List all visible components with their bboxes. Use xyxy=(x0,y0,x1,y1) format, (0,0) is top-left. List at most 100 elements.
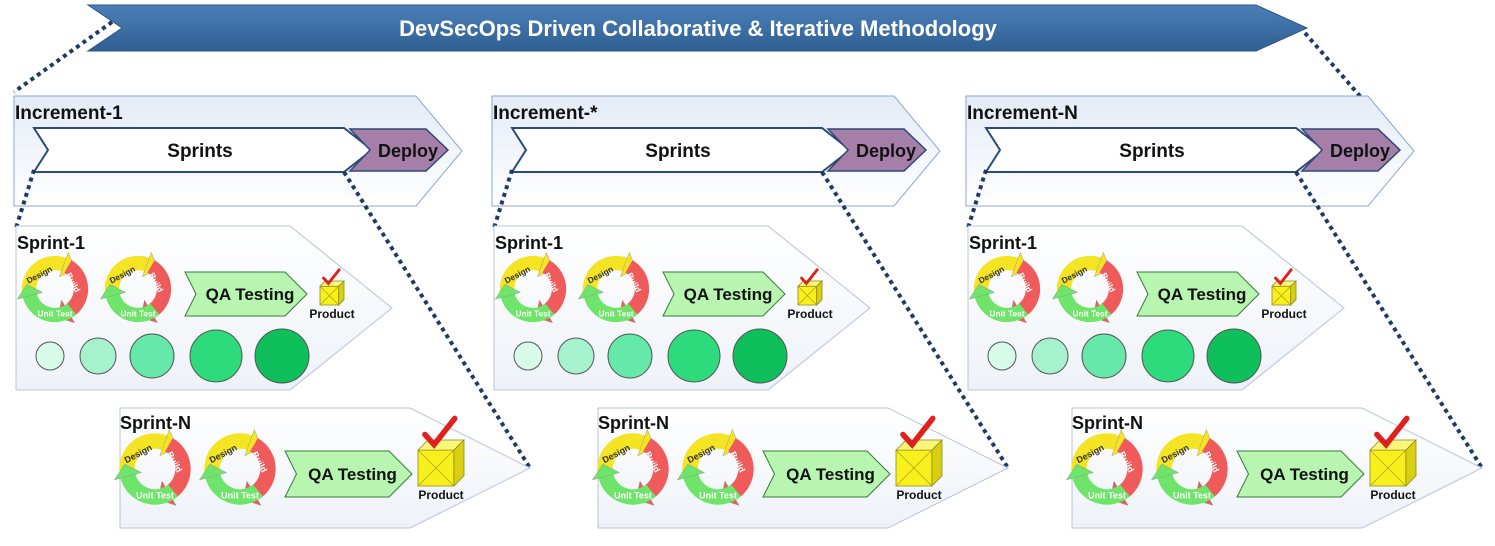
qa-testing-arrow: QA Testing xyxy=(662,271,786,317)
cycle-test-arrow xyxy=(22,293,77,323)
sprints-label: Sprints xyxy=(645,141,710,162)
cycle-design-arrow xyxy=(1056,255,1102,292)
product-box-side xyxy=(931,439,943,487)
progress-dot xyxy=(189,329,243,383)
cycle-unit-test-label: Unit Test xyxy=(599,308,634,318)
cycle-unit-test-label: Unit Test xyxy=(516,308,551,318)
banner-connector-right xyxy=(1303,31,1368,105)
progress-dot xyxy=(1141,329,1195,383)
cycle-test-arrow xyxy=(583,293,638,323)
banner-connector-left xyxy=(12,20,114,94)
cycle-design-arrow xyxy=(104,255,150,292)
sprint-first-label: Sprint-1 xyxy=(17,233,85,253)
cycle-test-arrow-head xyxy=(577,284,604,300)
qa-arrow-shape xyxy=(1136,271,1260,317)
product-box-icon: Product xyxy=(1261,268,1307,321)
cycle-test-arrow xyxy=(1057,293,1112,323)
cycle-design-arrow xyxy=(204,433,253,473)
cycle-design-arrow xyxy=(1156,433,1205,473)
progress-dot xyxy=(987,341,1017,371)
cycle-unit-test-label: Unit Test xyxy=(136,490,174,500)
deploy-label: Deploy xyxy=(378,141,438,161)
sprint-connector-right xyxy=(342,170,532,470)
checkmark-icon xyxy=(900,415,936,449)
product-box-side xyxy=(338,280,345,306)
progress-dot xyxy=(1081,333,1127,379)
cycle-test-arrow-head xyxy=(99,284,126,300)
progress-dot xyxy=(79,337,117,375)
cycle-test-arrow-head xyxy=(1065,463,1095,481)
cycle-test-arrow xyxy=(1072,473,1130,505)
product-label: Product xyxy=(896,488,941,502)
cycle-unit-test-label: Unit Test xyxy=(221,490,259,500)
cycle-build-arrow xyxy=(1015,260,1041,318)
deploy-arrow xyxy=(1300,128,1402,172)
cycle-test-arrow xyxy=(683,473,741,505)
banner-arrow xyxy=(86,4,1309,52)
sprint-last-label: Sprint-N xyxy=(120,413,191,433)
cycle-build-arrow xyxy=(642,438,669,500)
qa-testing-arrow: QA Testing xyxy=(184,271,308,317)
product-box-crease xyxy=(797,286,817,306)
qa-arrow-shape xyxy=(184,271,308,317)
progress-dot xyxy=(667,329,721,383)
cycle-design-arrow xyxy=(973,255,1019,292)
sprint-connector-left xyxy=(966,169,988,229)
cycle-build-arrow xyxy=(164,438,191,500)
checkmark-icon xyxy=(800,268,819,286)
qa-testing-arrow: QA Testing xyxy=(762,450,891,498)
product-box-side xyxy=(1405,439,1417,487)
sprints-label: Sprints xyxy=(1119,141,1184,162)
sprint-first-label: Sprint-1 xyxy=(495,233,563,253)
cycle-unit-test-label: Unit Test xyxy=(614,490,652,500)
increment-label: Increment-N xyxy=(967,103,1078,124)
product-box-icon: Product xyxy=(895,415,943,502)
qa-testing-arrow: QA Testing xyxy=(1136,271,1260,317)
cycle-unit-test-label: Unit Test xyxy=(1088,490,1126,500)
cycle-test-arrow xyxy=(974,293,1029,323)
progress-dot xyxy=(129,333,175,379)
product-box-side xyxy=(453,439,465,487)
cycle-unit-test-label: Unit Test xyxy=(990,308,1025,318)
cycle-test-arrow-head xyxy=(591,463,621,481)
product-label: Product xyxy=(1370,488,1415,502)
progress-dot xyxy=(732,328,788,384)
cycle-test-arrow-head xyxy=(1051,284,1078,300)
deploy-label: Deploy xyxy=(856,141,916,161)
checkmark-icon xyxy=(322,268,341,286)
cycle-test-arrow-head xyxy=(676,463,706,481)
qa-testing-arrow: QA Testing xyxy=(1236,450,1365,498)
cycle-test-arrow-head xyxy=(968,284,995,300)
cycle-test-arrow xyxy=(105,293,160,323)
qa-testing-label: QA Testing xyxy=(308,465,397,484)
cycle-build-arrow xyxy=(63,260,89,318)
product-box-icon: Product xyxy=(787,268,833,321)
cycle-build-arrow xyxy=(727,438,754,500)
cycle-build-arrow xyxy=(541,260,567,318)
cycle-test-arrow-head xyxy=(198,463,228,481)
sprint-last-label: Sprint-N xyxy=(598,413,669,433)
product-box-icon: Product xyxy=(1369,415,1417,502)
qa-testing-label: QA Testing xyxy=(684,285,773,304)
qa-testing-arrow: QA Testing xyxy=(284,450,413,498)
sprint-connector-right xyxy=(1294,170,1484,470)
cycle-unit-test-label: Unit Test xyxy=(38,308,73,318)
checkmark-icon xyxy=(1274,268,1293,286)
deploy-label: Deploy xyxy=(1330,141,1390,161)
deploy-arrow xyxy=(348,128,450,172)
product-box-side xyxy=(1290,280,1297,306)
product-box-crease xyxy=(1271,286,1291,306)
progress-dot xyxy=(557,337,595,375)
cycle-design-arrow xyxy=(582,255,628,292)
cycle-build-arrow xyxy=(1098,260,1124,318)
product-box-crease xyxy=(417,449,455,487)
qa-testing-label: QA Testing xyxy=(1260,465,1349,484)
